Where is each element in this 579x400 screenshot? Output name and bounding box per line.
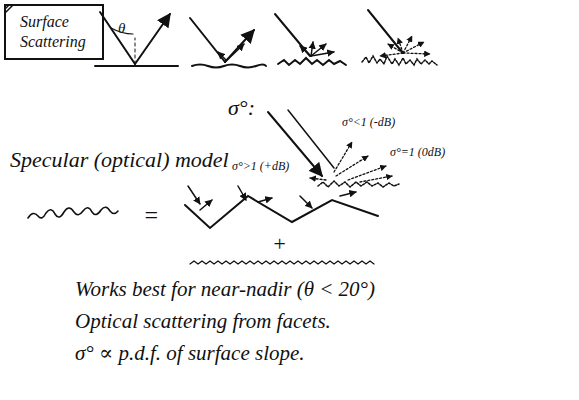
note-line: Works best for near-nadir (θ < 20°)	[75, 278, 375, 301]
sigma-heading: σ°:	[228, 96, 255, 120]
sigma-annotation: σ°>1 (+dB)	[232, 160, 289, 173]
sigma-annotation: σ°<1 (-dB)	[342, 116, 395, 129]
model-heading: Specular (optical) model	[10, 148, 229, 172]
plus-sign: +	[272, 232, 287, 256]
angle-symbol: θ	[118, 20, 125, 37]
sigma-annotation: σ°=1 (0dB)	[390, 146, 445, 159]
note-line: σ° ∝ p.d.f. of surface slope.	[75, 342, 305, 365]
note-line: Optical scattering from facets.	[75, 310, 331, 333]
title-text: Surface Scattering	[20, 12, 96, 52]
title-box: Surface Scattering	[4, 4, 104, 60]
equals-sign: =	[143, 202, 159, 228]
